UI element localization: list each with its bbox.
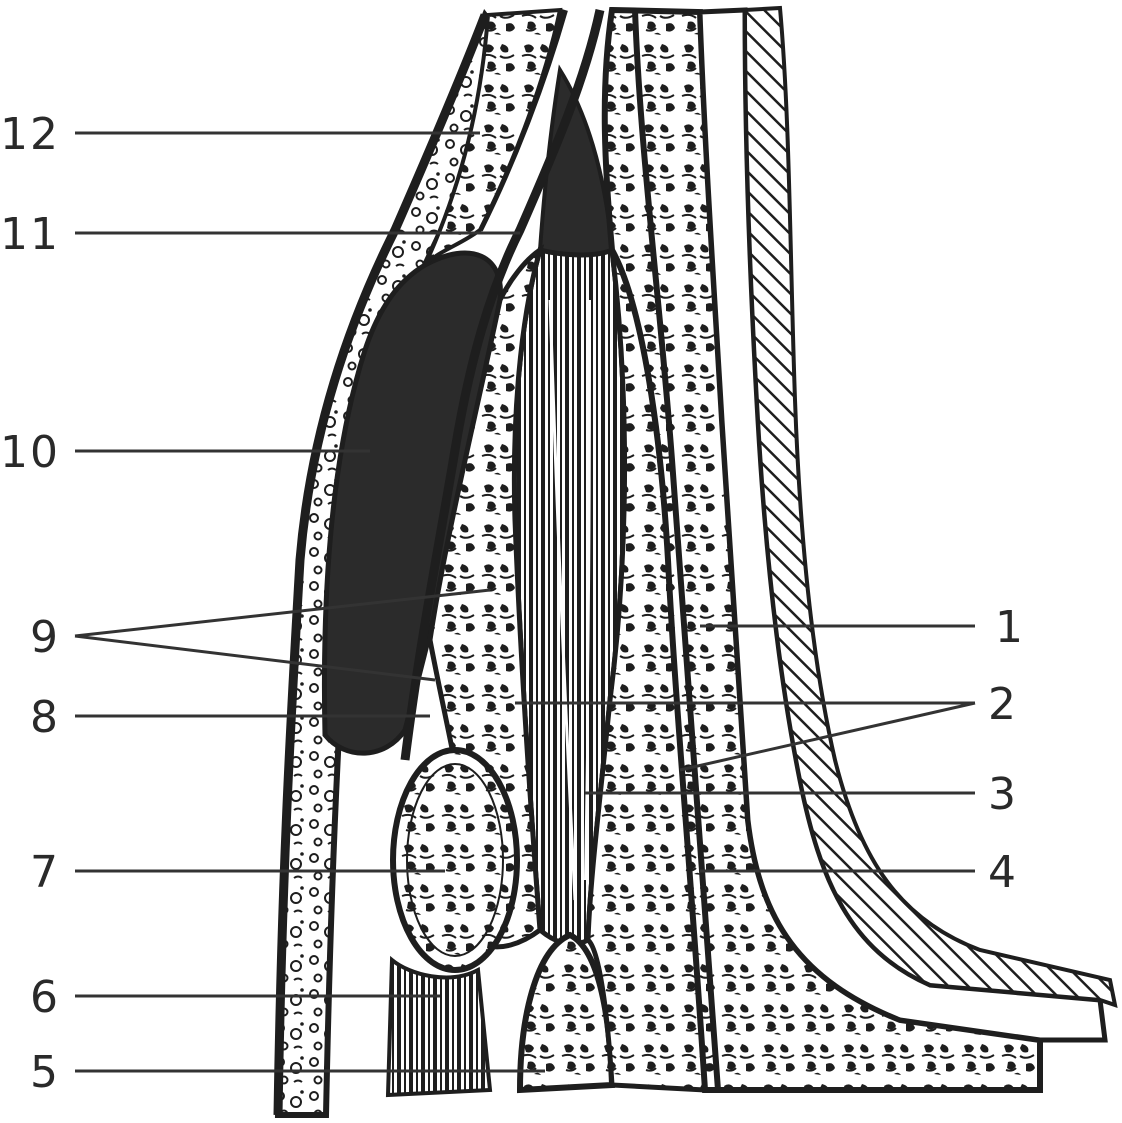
label-12: 12 [0,109,60,160]
label-8: 8 [30,692,60,743]
label-5: 5 [30,1047,60,1098]
label-10: 10 [0,427,60,478]
label-3: 3 [988,769,1018,820]
label-11: 11 [0,209,60,260]
label-1: 1 [995,602,1025,653]
label-4: 4 [988,847,1018,898]
label-2: 2 [988,679,1018,730]
label-7: 7 [30,847,60,898]
fibrous-band-6 [388,960,490,1095]
section-drawing [278,8,1115,1115]
label-6: 6 [30,972,60,1023]
label-9: 9 [30,612,60,663]
oval-structure-7 [393,750,517,970]
